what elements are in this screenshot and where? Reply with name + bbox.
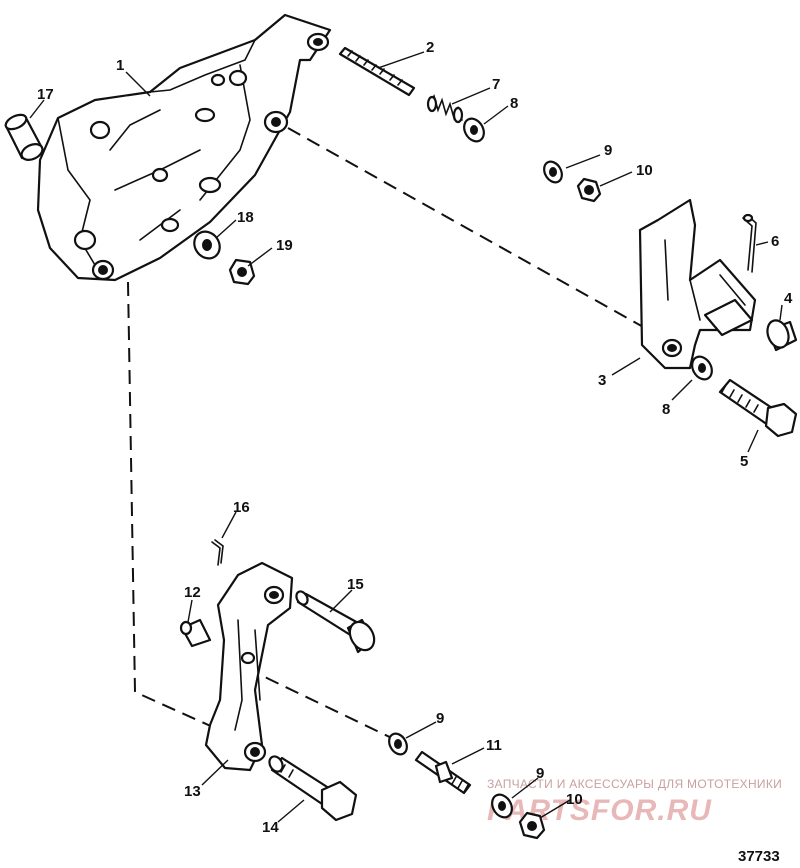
- washer-lower: [691, 355, 713, 381]
- cap: [766, 319, 798, 352]
- lockwasher-upper: [543, 160, 563, 184]
- nut-upper: [576, 177, 602, 203]
- cotter-pin-6: [742, 213, 757, 273]
- callout-7: 7: [492, 76, 500, 93]
- link-arm: [204, 561, 294, 772]
- callout-6: 6: [771, 233, 779, 250]
- cotter-pin-16: [211, 539, 224, 566]
- stud: [338, 46, 416, 97]
- callout-14: 14: [262, 819, 279, 836]
- callout-15: 15: [347, 576, 364, 593]
- spring: [426, 94, 464, 124]
- callout-12: 12: [184, 584, 201, 601]
- callout-10-upper: 10: [636, 162, 653, 179]
- nut-lower: [518, 811, 546, 840]
- clip: [179, 618, 212, 648]
- callout-16: 16: [233, 499, 250, 516]
- figure-number: 37733: [738, 848, 780, 865]
- stud-lower: [414, 750, 472, 795]
- callout-18: 18: [237, 209, 254, 226]
- callout-4: 4: [784, 290, 793, 307]
- leader-lines: [29, 51, 783, 823]
- callout-8-lower: 8: [662, 401, 670, 418]
- washer-lowest: [491, 793, 513, 819]
- bolt-5: [718, 378, 798, 438]
- shoulder-bolt: [268, 755, 358, 822]
- callout-17: 17: [37, 86, 54, 103]
- callout-1: 1: [116, 57, 124, 74]
- callout-3: 3: [598, 372, 606, 389]
- callout-10-lower: 10: [566, 791, 583, 808]
- callout-19: 19: [276, 237, 293, 254]
- callout-2: 2: [426, 39, 434, 56]
- callout-9-upper: 9: [604, 142, 612, 159]
- washer-18: [193, 230, 221, 260]
- watermark-tagline: ЗАПЧАСТИ И АКСЕССУАРЫ ДЛЯ МОТОТЕХНИКИ: [487, 777, 782, 791]
- washer-upper: [463, 117, 485, 143]
- lever-bracket: [638, 198, 757, 370]
- main-bracket: [36, 13, 332, 282]
- bushing: [4, 113, 44, 161]
- callout-13: 13: [184, 783, 201, 800]
- callouts: 1 2 3 4 5 6 7 8 8 9 9 9 10 10 11 12 13 1…: [37, 39, 793, 836]
- washer-link: [388, 732, 408, 756]
- callout-11: 11: [486, 737, 502, 754]
- callout-5: 5: [740, 453, 748, 470]
- callout-9-middle: 9: [436, 710, 444, 727]
- pin-15: [295, 590, 376, 654]
- callout-8-upper: 8: [510, 95, 518, 112]
- callout-9-lower: 9: [536, 765, 544, 782]
